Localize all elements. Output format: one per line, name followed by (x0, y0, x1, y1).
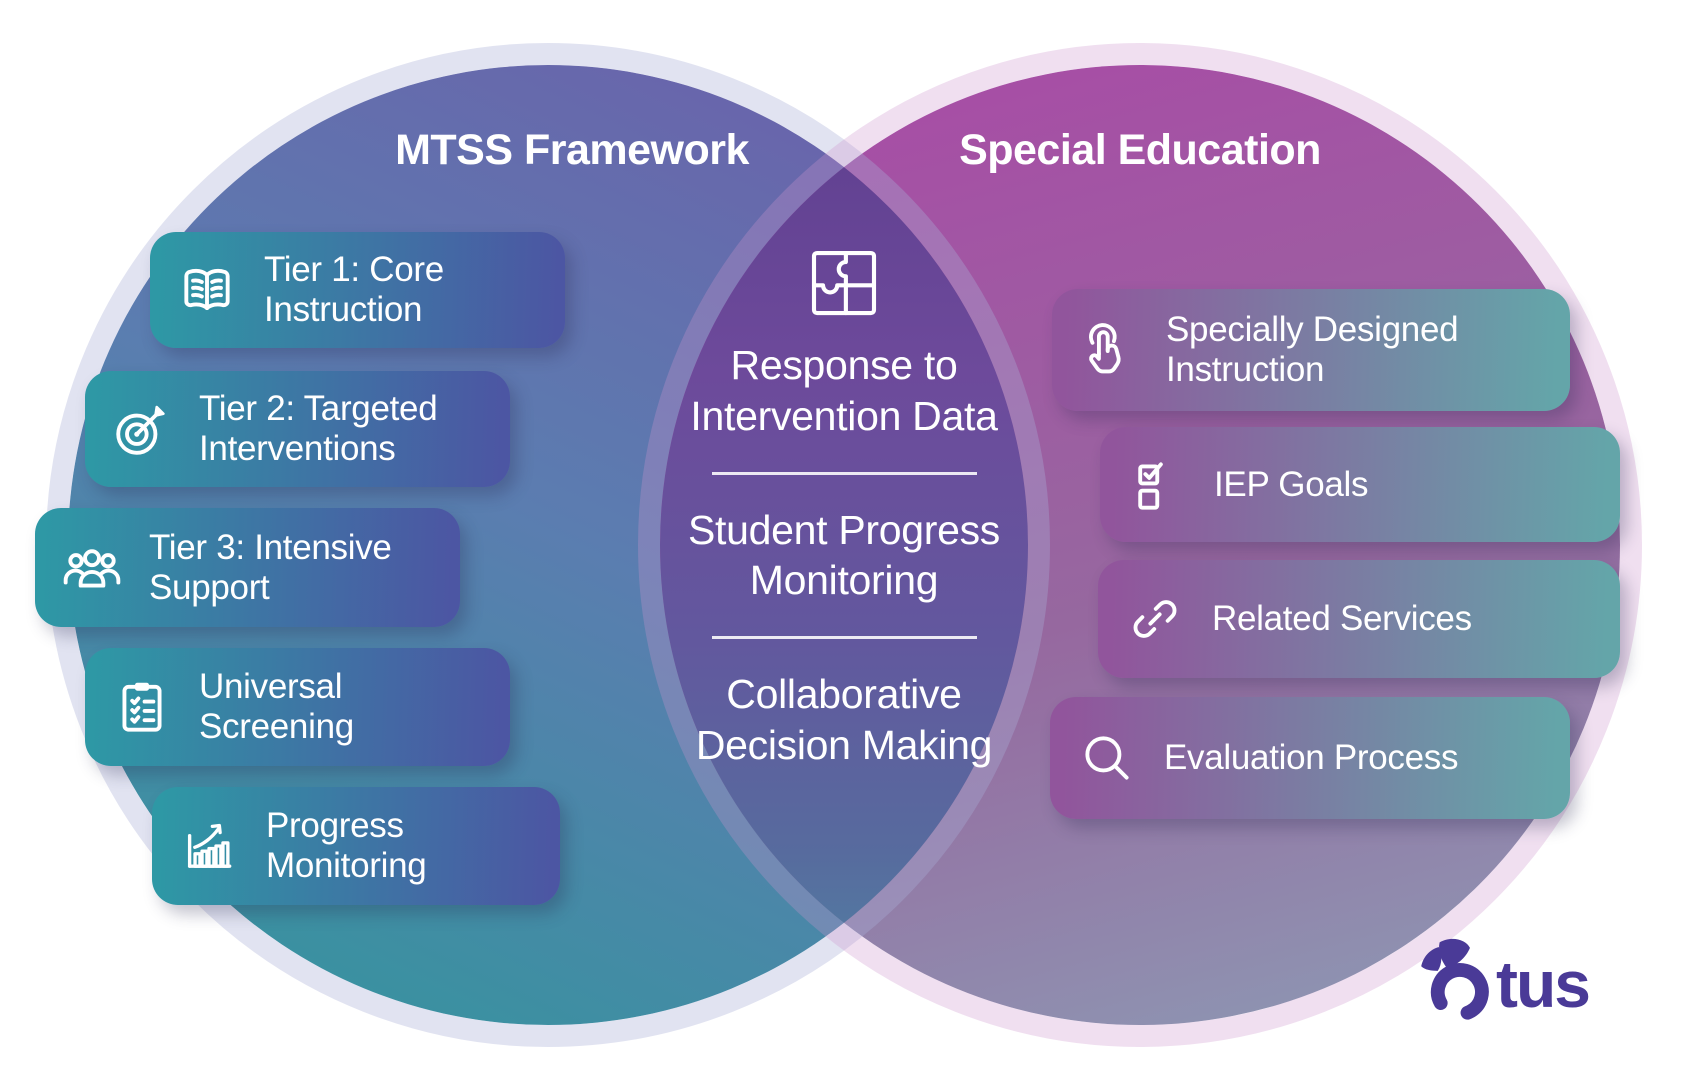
people-group-icon (61, 537, 123, 599)
special-education-title: Special Education (959, 126, 1321, 174)
pill-iep-goals: IEP Goals (1100, 427, 1620, 542)
magnifier-icon (1076, 727, 1138, 789)
otus-wordmark: tus (1496, 947, 1591, 1021)
pill-evaluation-process: Evaluation Process (1050, 697, 1570, 819)
tap-gesture-icon (1078, 319, 1140, 381)
checkbox-list-icon (1126, 454, 1188, 516)
pill-label: Related Services (1212, 599, 1472, 639)
otus-logo: tus (1412, 935, 1591, 1027)
puzzle-icon (799, 238, 889, 328)
clipboard-checklist-icon (111, 676, 173, 738)
pill-related-services: Related Services (1098, 560, 1620, 678)
target-arrow-icon (111, 398, 173, 460)
growth-chart-icon (178, 815, 240, 877)
overlap-divider (711, 636, 977, 640)
pill-label: Evaluation Process (1164, 738, 1459, 778)
overlap-divider (711, 471, 977, 475)
open-book-icon (176, 259, 238, 321)
overlap-lens (660, 65, 1620, 1025)
otus-logo-mark (1412, 935, 1504, 1027)
pill-label: IEP Goals (1214, 464, 1369, 504)
chain-link-icon (1124, 588, 1186, 650)
mtss-title: MTSS Framework (395, 126, 749, 174)
